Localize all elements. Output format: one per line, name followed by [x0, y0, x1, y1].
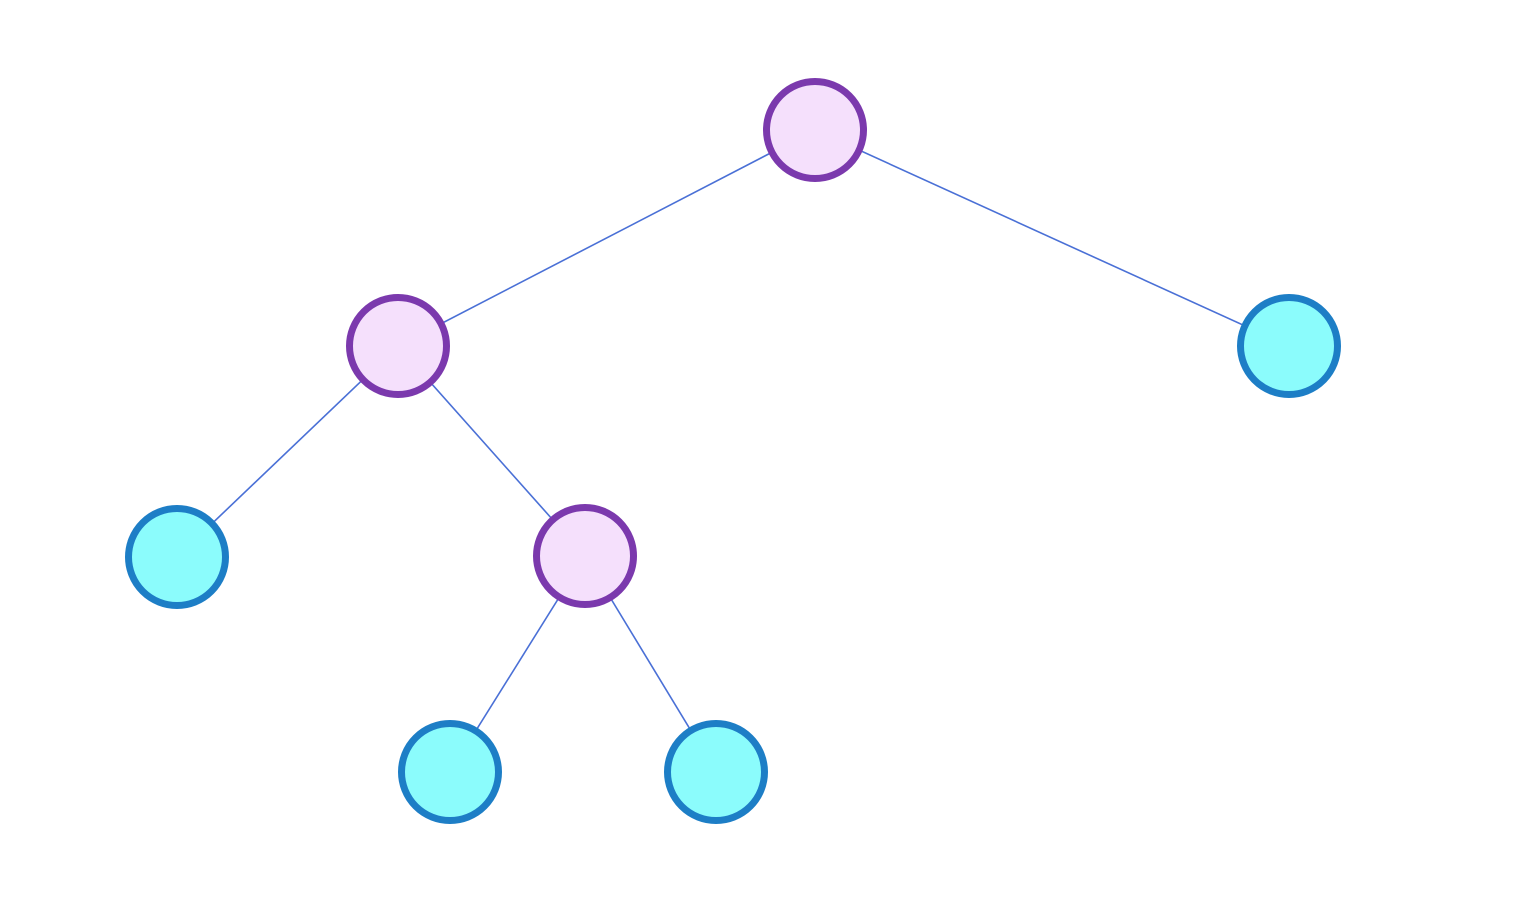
tree-node-root-internal[interactable] — [763, 78, 867, 182]
tree-node-lr-left-leaf[interactable] — [398, 720, 502, 824]
tree-node-lr-right-leaf[interactable] — [664, 720, 768, 824]
edge-layer — [176, 129, 1290, 773]
node-layer — [125, 78, 1341, 824]
tree-node-left-left-leaf[interactable] — [125, 505, 229, 609]
tree-edge-root-to-left — [397, 129, 816, 347]
tree-edge-root-to-right — [814, 129, 1290, 347]
tree-node-left-internal[interactable] — [346, 294, 450, 398]
tree-node-right-leaf[interactable] — [1237, 294, 1341, 398]
tree-node-left-right-internal[interactable] — [533, 504, 637, 608]
